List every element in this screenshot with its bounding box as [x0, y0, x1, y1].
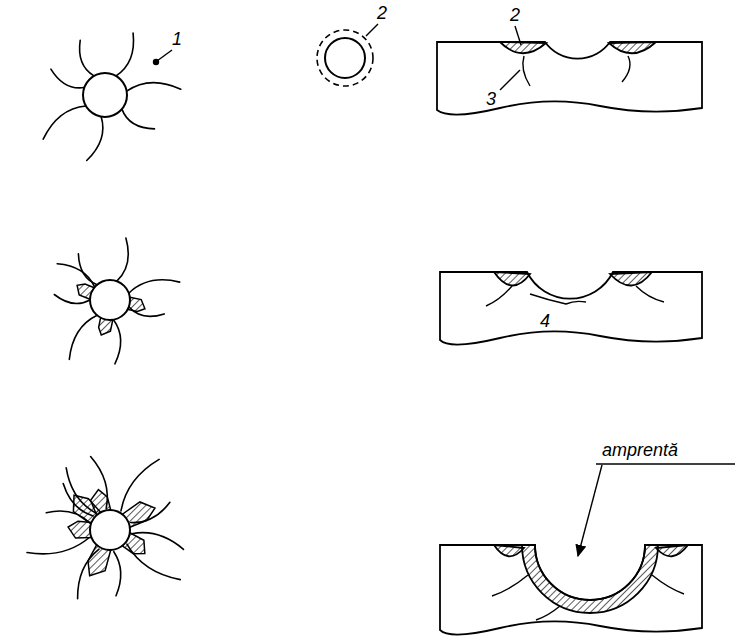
- leader-lines: [154, 24, 736, 556]
- particle: [83, 73, 127, 117]
- callout-number: 3: [486, 90, 496, 108]
- crack-line: [78, 254, 97, 285]
- crack-line: [51, 69, 84, 88]
- crack-line: [43, 106, 86, 139]
- callout-number: 2: [377, 4, 387, 22]
- crack-line: [87, 117, 103, 161]
- crack-line: [57, 264, 94, 287]
- dashed-zone: [317, 30, 373, 86]
- crack-line: [69, 315, 97, 359]
- crack-line: [27, 538, 89, 554]
- deformed-zones: [68, 284, 155, 576]
- section-3: [440, 545, 702, 635]
- particle: [325, 38, 365, 78]
- deformed-zone: [68, 521, 91, 538]
- crack-line: [122, 109, 155, 129]
- particle: [90, 510, 130, 550]
- crack-line: [116, 33, 134, 76]
- callout-number: 1: [172, 30, 182, 48]
- crack-lines: [27, 33, 184, 599]
- part-label: amprentă: [602, 441, 678, 459]
- crack-line: [114, 552, 121, 596]
- crack-line: [127, 83, 181, 92]
- crack-line: [114, 320, 121, 364]
- crack-line: [117, 238, 128, 281]
- section-2: [440, 272, 702, 345]
- particle: [90, 280, 130, 320]
- callout-number: 4: [540, 312, 550, 330]
- crack-line: [80, 40, 94, 76]
- callout-number: 2: [510, 6, 520, 24]
- section-1: [437, 42, 702, 115]
- crack-line: [129, 280, 180, 293]
